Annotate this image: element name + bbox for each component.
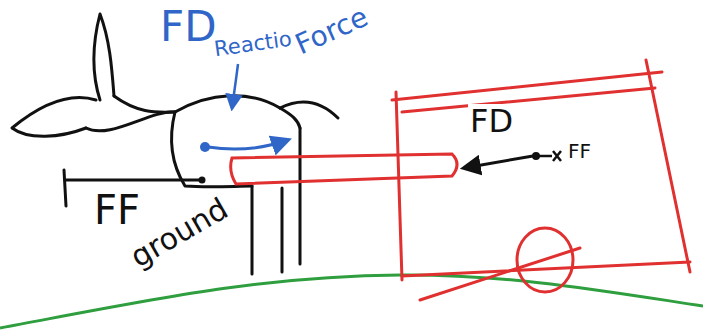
horse-hoof-mark: [64, 170, 66, 206]
pointer-arrow: [232, 64, 238, 108]
horse-leg: [299, 128, 302, 264]
force-line: [538, 155, 552, 158]
cart-edge: [402, 88, 655, 112]
cart-edge: [392, 72, 662, 100]
ground-line: [0, 275, 703, 328]
cart-axle: [420, 248, 580, 300]
horse-leg: [251, 186, 254, 274]
horse-back: [114, 96, 280, 113]
horse-figure: [12, 14, 338, 274]
cart-edge: [402, 262, 690, 276]
horse-leg: [281, 188, 284, 272]
force-symbol: FD: [468, 104, 515, 139]
cart-edge: [646, 60, 690, 272]
reaction-arrow: [208, 140, 288, 149]
horse-ear: [94, 14, 114, 100]
force-line: [66, 179, 200, 182]
cart-wheel: [517, 228, 573, 292]
force-label: Force: [289, 1, 374, 62]
horse-tail: [280, 102, 338, 118]
horse-head: [12, 98, 96, 137]
force-symbol: FD: [158, 4, 219, 50]
horse-neck: [86, 112, 175, 131]
cart-shaft: [231, 154, 457, 184]
horse-rump: [280, 108, 300, 128]
force-dot: [199, 177, 206, 184]
force-symbol: FF: [92, 188, 142, 232]
cart-edge: [396, 92, 402, 280]
cart-body: [392, 60, 690, 300]
drag-arrow: [464, 156, 533, 168]
force-symbol: FF: [566, 140, 593, 162]
cross-mark: [553, 151, 561, 161]
